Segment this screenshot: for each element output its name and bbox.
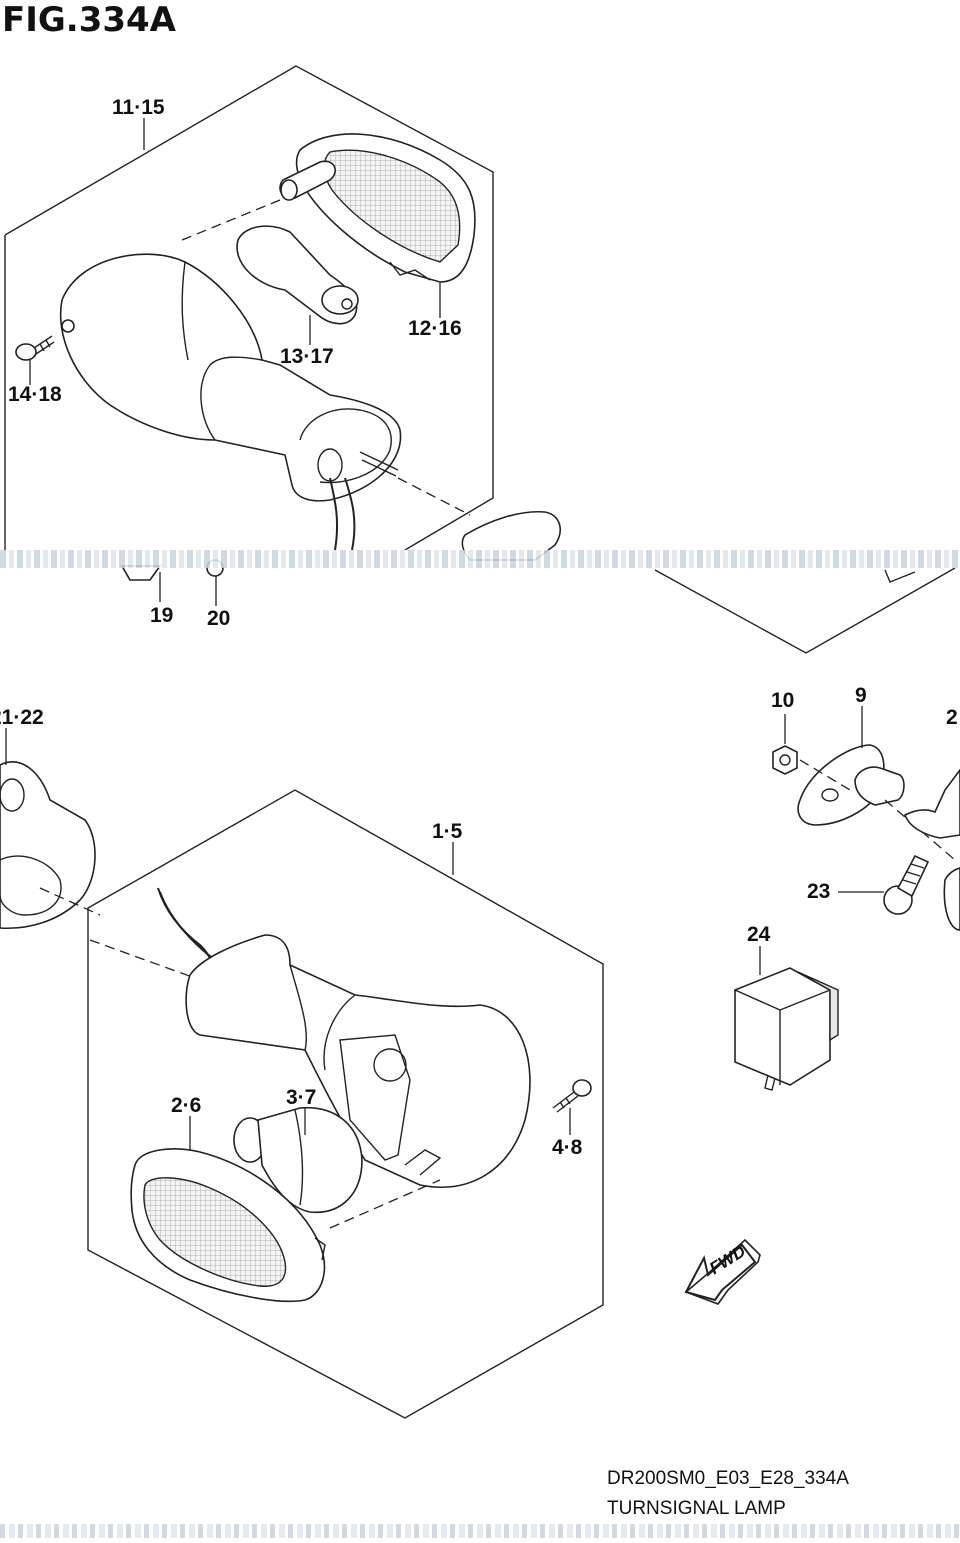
relay-24 [734,967,839,1091]
lens-upper [295,133,476,283]
lower-assembly [87,789,604,1419]
callout-23: 23 [807,880,831,903]
callout-9: 9 [855,684,867,707]
bulb-upper [236,225,359,325]
callout-13-17: 13·17 [280,345,334,368]
callout-11-15: 11·15 [112,96,165,119]
callout-2-6: 2·6 [171,1094,202,1117]
figure-caption: TURNSIGNAL LAMP [607,1498,786,1519]
scan-artifact-band [0,550,960,568]
housing-upper [59,253,402,551]
bracket-21-22 [0,761,101,930]
fwd-arrow [684,1238,761,1305]
screw-lower [552,1079,592,1113]
upper-assembly [4,65,956,654]
callout-12-16: 12·16 [408,317,462,340]
figure-title: FIG.334A [2,0,176,40]
bolt-23 [883,854,930,915]
callout-3-7: 3·7 [286,1086,317,1109]
callout-21-22: 21·22 [0,706,44,729]
callout-4-8: 4·8 [552,1136,583,1159]
callout-19: 19 [150,604,174,627]
callout-2-partial: 2 [946,706,958,729]
lens-lower [130,1148,326,1303]
callout-1-5: 1·5 [432,820,463,843]
callout-14-18: 14·18 [8,383,62,406]
callout-24: 24 [747,923,771,946]
scan-artifact-band-bottom [0,1524,960,1538]
leaders [5,118,884,1150]
callout-20: 20 [207,607,231,630]
model-code: DR200SM0_E03_E28_334A [607,1468,849,1489]
right-parts [734,744,960,1091]
screw-upper [15,335,55,361]
callout-10: 10 [771,689,795,712]
